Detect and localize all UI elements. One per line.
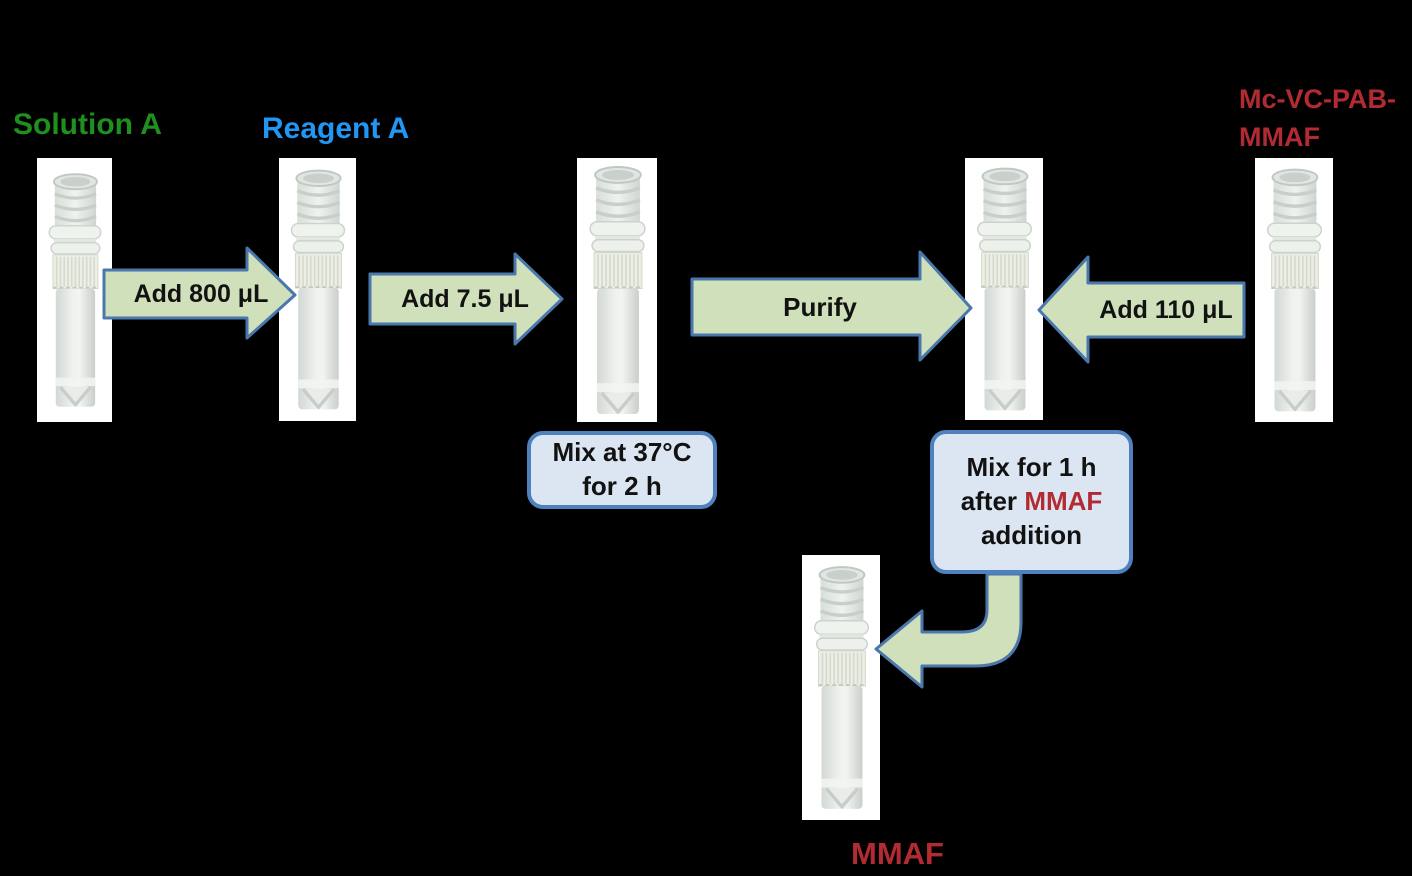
- label-mc-vc-pab-line2: MMAF: [1239, 122, 1320, 152]
- label-mc-vc-pab-line1: Mc-VC-PAB-: [1239, 84, 1396, 114]
- tube-solution-a: [37, 158, 112, 422]
- note-mix-1h-line2-black: after: [960, 486, 1018, 517]
- arrow-add-7-5-label: Add 7.5 μL: [401, 284, 529, 313]
- tube-reagent-a: [279, 158, 356, 421]
- right-arrow-icon: [690, 250, 973, 362]
- tube-icon: [802, 555, 880, 820]
- tube-icon: [37, 158, 112, 422]
- note-mix-1h-line1: Mix for 1 h: [966, 452, 1097, 483]
- arrow-purify-label: Purify: [783, 291, 857, 322]
- arrow-add-800-label: Add 800 μL: [133, 279, 269, 308]
- arrow-add-7-5: Add 7.5 μL: [368, 252, 565, 346]
- note-mix-37-line2: for 2 h: [582, 471, 662, 501]
- right-arrow-icon: [102, 246, 297, 340]
- note-mix-37: Mix at 37°C for 2 h: [527, 431, 717, 509]
- tube-mmaf-product: [802, 555, 880, 820]
- label-solution-a: Solution A: [13, 108, 162, 141]
- left-arrow-icon: [1037, 255, 1246, 364]
- tube-reaction-mix: [577, 158, 657, 422]
- tube-purified: [965, 158, 1043, 420]
- arrow-purify: Purify: [690, 250, 975, 362]
- note-mix-1h-line3: addition: [980, 519, 1083, 550]
- right-arrow-icon: [368, 252, 564, 346]
- arrow-mmaf-addition: [870, 565, 1030, 695]
- label-reagent-a: Reagent A: [262, 112, 410, 145]
- tube-icon: [965, 158, 1043, 420]
- curved-arrow-icon: [874, 572, 1023, 689]
- tube-mc-vc-pab-mmaf: [1255, 158, 1333, 422]
- note-mix-1h-line2-red: MMAF: [1024, 486, 1103, 517]
- label-mmaf-product: MMAF: [851, 836, 944, 871]
- arrow-add-110: Add 110 μL: [1036, 255, 1246, 365]
- tube-icon: [577, 158, 657, 422]
- note-mix-37-line1: Mix at 37°C: [552, 437, 692, 468]
- tube-icon: [1255, 158, 1333, 422]
- label-mc-vc-pab-mmaf: Mc-VC-PAB- MMAF: [1239, 80, 1396, 156]
- arrow-add-800: Add 800 μL: [102, 246, 298, 342]
- arrow-add-110-label: Add 110 μL: [1099, 295, 1233, 324]
